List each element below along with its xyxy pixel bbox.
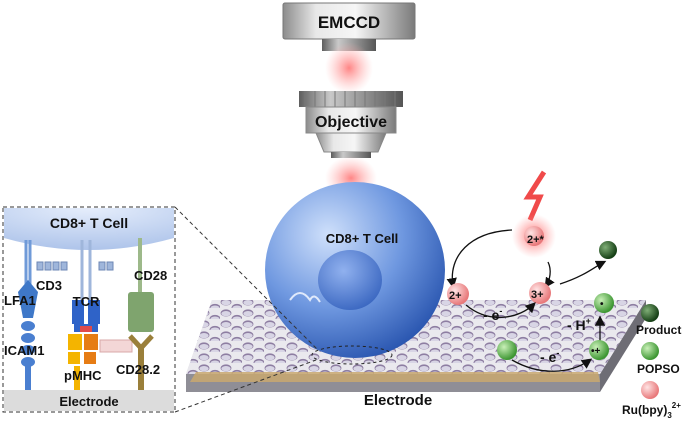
svg-text:- e-: - e-	[483, 306, 502, 323]
legend-ru-sup: 2+	[672, 401, 681, 410]
popso-ball	[497, 340, 517, 360]
ru-excited-ball	[524, 226, 544, 246]
tcr-receptor	[72, 240, 100, 332]
t-cell-label: CD8+ T Cell	[326, 231, 399, 246]
oxidation-sup: -	[499, 306, 502, 316]
legend-ru-main: Ru(bpy)	[622, 403, 667, 417]
cd28-2-antibody	[128, 334, 154, 390]
pmhc-molecule	[68, 334, 133, 390]
legend-ru-sub: 3	[667, 411, 672, 420]
popso-radical-label: •	[600, 299, 604, 310]
cd3-complex	[36, 261, 114, 271]
zoom-line-top	[174, 206, 319, 351]
cd28-receptor	[128, 238, 154, 332]
cd28-label: CD28	[134, 268, 167, 283]
ru3-ball	[529, 282, 551, 304]
synapse-inset: CD8+ T Cell Electrode CD3 TCR	[2, 206, 176, 413]
popso-radical-cation-label: •+	[591, 346, 601, 357]
popso-radical-ball	[594, 293, 614, 313]
lightning-icon	[523, 170, 547, 221]
t-cell: CD8+ T Cell	[265, 182, 445, 365]
svg-text:Ru(bpy)32+: Ru(bpy)32+	[622, 401, 681, 420]
lfa1-integrin	[18, 240, 38, 318]
ru3-label: 3+	[531, 289, 544, 301]
emccd-label: EMCCD	[318, 13, 380, 32]
objective-label: Objective	[315, 114, 387, 131]
legend-popso-swatch	[641, 342, 659, 360]
popso-radical-cation-ball	[589, 340, 609, 360]
deprotonation-sup: +	[586, 316, 591, 326]
electrode-label: Electrode	[364, 392, 432, 409]
ecl-reaction: 2+* 2+ 3+ - e- • - H+ •+ - e-	[446, 170, 617, 372]
popso-oxidation-sup: -	[556, 348, 559, 358]
cd28-2-label: CD28.2	[116, 362, 160, 377]
legend-popso-label: POPSO	[637, 362, 680, 376]
objective-lens: Objective	[299, 91, 403, 158]
tcr-label: TCR	[73, 294, 100, 309]
lfa1-label: LFA1	[4, 293, 36, 308]
ru2-label: 2+	[449, 290, 462, 302]
inset-electrode-label: Electrode	[59, 394, 118, 409]
popso-oxidation-label: - e	[540, 349, 557, 365]
svg-text:- H+: - H+	[567, 316, 591, 333]
pmhc-label: pMHC	[64, 368, 102, 383]
product-ball-top	[599, 241, 617, 259]
inset-cell-label: CD8+ T Cell	[50, 215, 128, 231]
legend: Product POPSO Ru(bpy)32+	[622, 304, 681, 420]
emission-glow-upper	[325, 42, 373, 94]
ru-excited-label: 2+*	[527, 234, 545, 246]
ru2-ball	[447, 283, 469, 305]
legend-ru-swatch	[641, 381, 659, 399]
oxidation-label: - e	[483, 307, 500, 323]
icam1-ligand	[21, 321, 35, 390]
icam1-label: ICAM1	[4, 343, 44, 358]
svg-text:- e-: - e-	[540, 348, 559, 365]
cd3-label: CD3	[36, 278, 62, 293]
legend-product-swatch	[641, 304, 659, 322]
legend-product-label: Product	[636, 323, 681, 337]
deprotonation-label: - H	[567, 317, 586, 333]
